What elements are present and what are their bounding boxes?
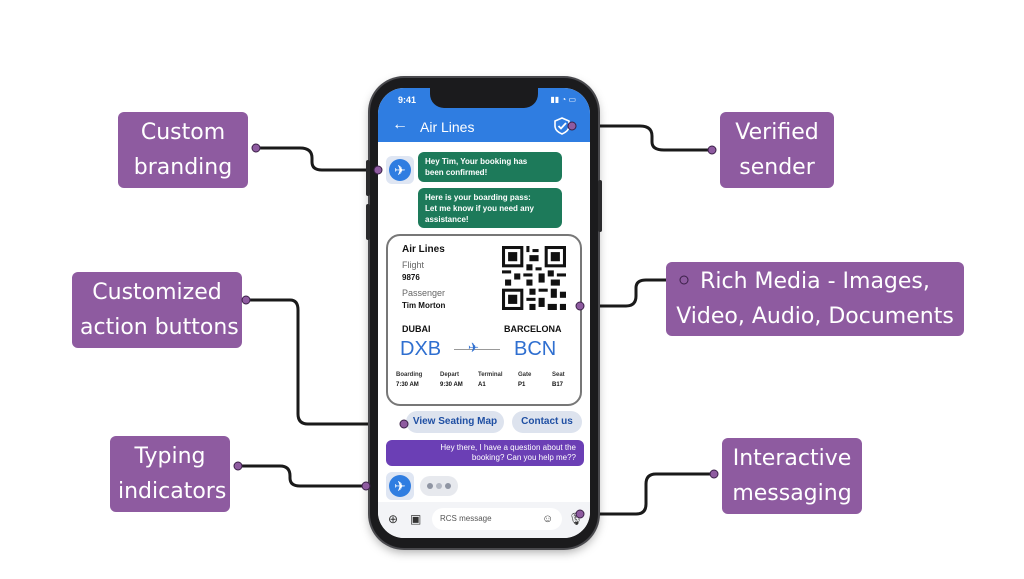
connector-dot xyxy=(567,121,577,131)
typing-dot xyxy=(427,483,433,489)
back-arrow-icon[interactable]: ← xyxy=(392,116,408,133)
typing-dot xyxy=(445,483,451,489)
callout-typing-indicators: Typing indicators xyxy=(110,436,230,512)
qr-code-icon xyxy=(502,246,566,310)
app-title: Air Lines xyxy=(420,119,475,135)
connector-dot xyxy=(575,301,585,311)
view-seating-map-button[interactable]: View Seating Map xyxy=(406,411,504,433)
detail-label: Terminal xyxy=(478,372,503,378)
input-placeholder: RCS message xyxy=(440,514,492,523)
passenger-label: Passenger xyxy=(402,288,446,298)
detail-value: B17 xyxy=(552,382,564,388)
airplane-icon: ✈ xyxy=(394,478,406,494)
connector-dot xyxy=(679,275,689,285)
connector-dot xyxy=(241,295,251,305)
connector-action-buttons xyxy=(244,298,406,426)
rcs-message-input[interactable]: RCS message xyxy=(432,508,562,530)
callout-action-buttons: Customized action buttons xyxy=(72,272,242,348)
power-button xyxy=(598,180,602,232)
connector-interactive xyxy=(578,472,716,516)
pass-airline: Air Lines xyxy=(402,244,445,255)
volume-button xyxy=(366,204,370,240)
brand-avatar: ✈ xyxy=(386,472,414,500)
origin-city: DUBAI xyxy=(402,324,431,334)
detail-value: A1 xyxy=(478,382,486,388)
callout-rich-media: Rich Media - Images, Video, Audio, Docum… xyxy=(666,262,964,336)
app-bar: ← Air Lines xyxy=(378,112,590,142)
connector-verified-sender xyxy=(570,124,714,152)
connector-dot xyxy=(361,481,371,491)
typing-indicator xyxy=(420,476,458,496)
connector-dot xyxy=(709,469,719,479)
destination-city: BARCELONA xyxy=(504,324,562,334)
brand-avatar: ✈ xyxy=(386,156,414,184)
callout-verified-sender: Verified sender xyxy=(720,112,834,188)
airplane-icon: ✈ xyxy=(394,162,406,178)
message-composer: ⊕ ▣ RCS message ☺ 🎙 xyxy=(378,502,590,538)
origin-code: DXB xyxy=(400,338,442,360)
battery-icon: ▮▮ ◔ ▭ xyxy=(550,95,576,104)
status-time: 9:41 xyxy=(398,95,417,105)
avatar-circle xyxy=(389,159,411,181)
bot-message-pass: Here is your boarding pass: Let me know … xyxy=(418,188,562,228)
detail-label: Boarding xyxy=(396,372,423,378)
volume-button xyxy=(366,160,370,196)
detail-label: Seat xyxy=(552,372,565,378)
connector-dot xyxy=(373,165,383,175)
route-line xyxy=(454,349,500,350)
connector-dot xyxy=(707,145,717,155)
connector-typing xyxy=(236,464,368,488)
phone-screen: 9:41 ▮▮ ◔ ▭ ← Air Lines ✈ Hey Tim, Your … xyxy=(378,88,590,538)
callout-interactive-messaging: Interactive messaging xyxy=(722,438,862,514)
flight-label: Flight xyxy=(402,260,425,270)
boarding-pass-card[interactable]: Air Lines Flight 9876 Passenger Tim Mort… xyxy=(386,234,582,406)
contact-us-button[interactable]: Contact us xyxy=(512,411,582,433)
gallery-icon[interactable]: ▣ xyxy=(410,512,422,526)
callout-custom-branding: Custom branding xyxy=(118,112,248,188)
destination-code: BCN xyxy=(514,338,557,360)
airplane-icon: ✈ xyxy=(468,340,479,355)
passenger-name: Tim Morton xyxy=(402,301,446,310)
detail-value: 9:30 AM xyxy=(440,382,463,388)
detail-label: Gate xyxy=(518,372,532,378)
typing-dot xyxy=(436,483,442,489)
connector-dot xyxy=(251,143,261,153)
detail-value: 7:30 AM xyxy=(396,382,419,388)
camera-notch xyxy=(430,88,538,108)
flight-number: 9876 xyxy=(402,273,420,282)
bot-message-confirm: Hey Tim, Your booking has been confirmed… xyxy=(418,152,562,182)
connector-dot xyxy=(575,509,585,519)
connector-custom-branding xyxy=(254,146,380,172)
user-message: Hey there, I have a question about the b… xyxy=(386,440,584,466)
detail-label: Depart xyxy=(440,372,460,378)
emoji-icon[interactable]: ☺ xyxy=(542,513,554,525)
connector-dot xyxy=(233,461,243,471)
connector-rich-media xyxy=(578,278,686,308)
avatar-circle xyxy=(389,475,411,497)
connector-dot xyxy=(399,419,409,429)
add-icon[interactable]: ⊕ xyxy=(388,512,399,526)
detail-value: P1 xyxy=(518,382,526,388)
